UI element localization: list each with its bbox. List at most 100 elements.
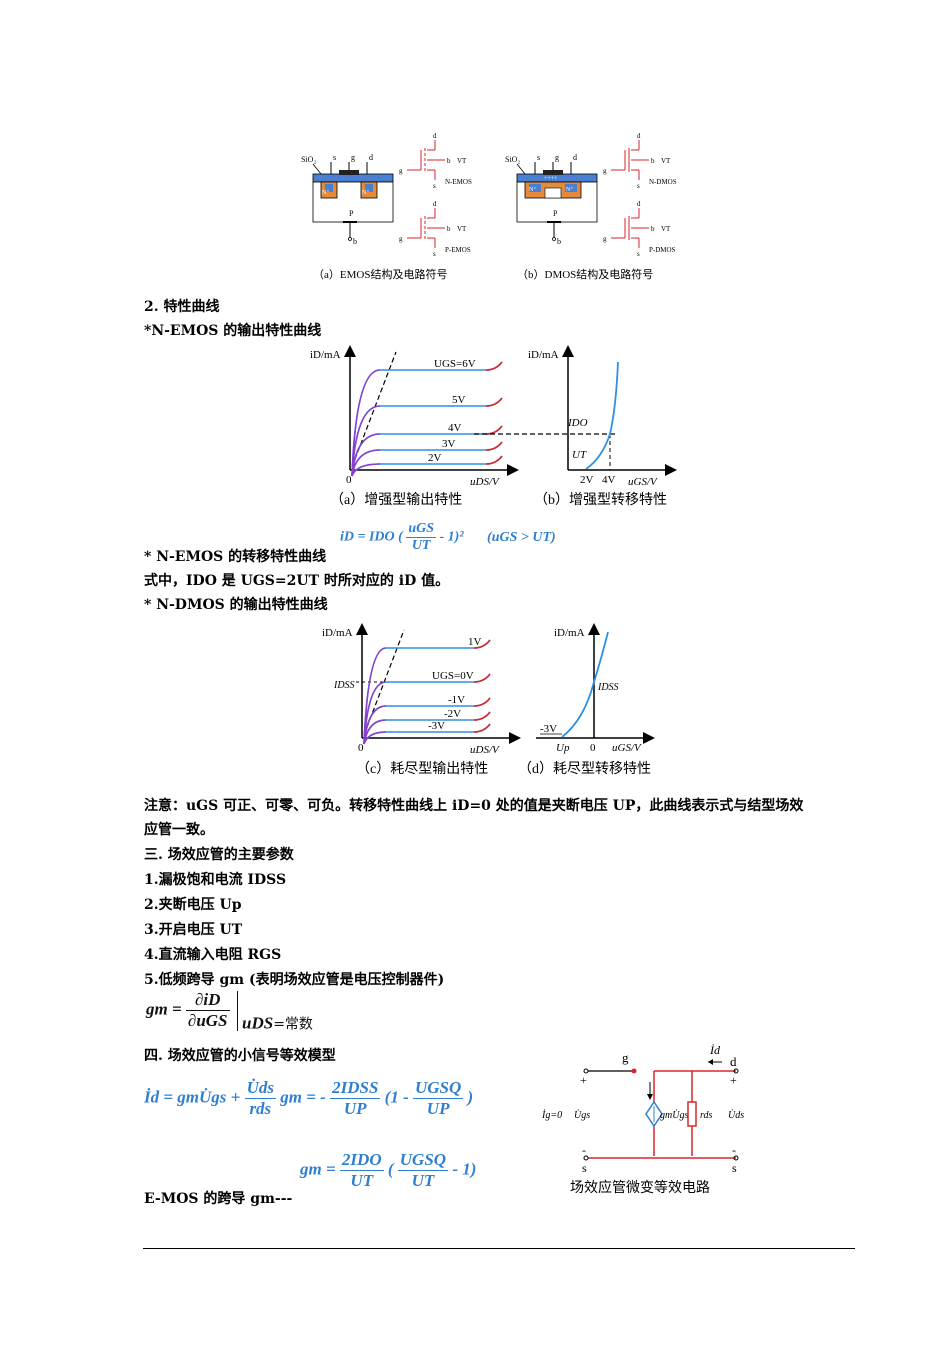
circuit-gate-plus: + <box>580 1073 587 1087</box>
ohmic-region-curve <box>351 369 381 477</box>
nemos-vt: VT <box>457 157 467 165</box>
dmos-substrate-label: P <box>553 209 558 218</box>
chart-b-ylabel: iD/mA <box>528 349 559 361</box>
dmos-s-label: s <box>537 153 540 162</box>
p-emos-symbol: d g b VT s P-EMOS <box>399 200 471 258</box>
emos-nplus-left: N⁺ <box>322 189 330 196</box>
dmos-sio2-label: SiO₂ <box>505 155 520 164</box>
pdmos-vt: VT <box>661 225 671 233</box>
ohmic-region-curve <box>351 405 381 477</box>
ss-formula-frac1: U̇ds rds <box>244 1078 277 1119</box>
pemos-g: g <box>399 235 403 243</box>
ndmos-b: b <box>651 157 655 165</box>
nemos-g: g <box>399 167 403 175</box>
breakdown-segment <box>473 673 491 683</box>
circuit-g: g <box>622 1050 629 1065</box>
emos-gm-lhs: gm = <box>300 1159 336 1179</box>
ss-formula-lhs: İd = gmU̇gs + <box>144 1087 241 1107</box>
curve-label: 1V <box>468 636 482 648</box>
equivalent-circuit-svg: g d İd + + - - s s gmU̇gs rds U̇ds İg=0 <box>541 1043 744 1196</box>
transfer-formula-num: uGS <box>406 521 436 538</box>
chart-b-curve <box>585 361 619 470</box>
gm-formula-const: =常数 <box>273 1016 313 1033</box>
pemos-d: d <box>433 200 437 208</box>
chart-a-origin: 0 <box>346 474 352 486</box>
ndmos-name: N-DMOS <box>649 178 677 186</box>
chart-d-xlabel: uGS/V <box>612 742 642 754</box>
output-curve <box>363 673 491 745</box>
output-curve <box>363 711 491 745</box>
emos-substrate-label: P <box>349 209 354 218</box>
curve-label: 2V <box>428 452 442 464</box>
emos-nplus-right: N⁺ <box>362 189 370 196</box>
curve-label: 4V <box>448 422 462 434</box>
small-signal-formula: İd = gmU̇gs + U̇ds rds gm = - 2IDSS UP (… <box>144 1078 473 1119</box>
emos-dmos-figure: SiO₂ s g d N⁺ N⁺ P b d <box>295 128 695 288</box>
p-dmos-symbol: d g b VT s P-DMOS <box>603 200 676 258</box>
curve-label: -3V <box>428 720 445 732</box>
pdmos-d: d <box>637 200 641 208</box>
n-dmos-symbol: d g b VT s N-DMOS <box>603 132 677 190</box>
nemos-transfer-heading: * N-EMOS 的转移特性曲线 <box>144 549 327 565</box>
pemos-vt: VT <box>457 225 467 233</box>
chart-d-ylabel: iD/mA <box>554 627 585 639</box>
emos-d-label: d <box>369 153 373 162</box>
param-rgs: 4.直流输入电阻 RGS <box>144 947 282 963</box>
chart-a-ylabel: iD/mA <box>310 349 341 361</box>
emos-gm-label: E-MOS 的跨导 gm--- <box>144 1191 293 1207</box>
ss-formula-num3: UGSQ <box>412 1078 464 1099</box>
ndmos-d: d <box>637 132 641 140</box>
ohmic-region-curve <box>351 449 381 477</box>
ohmic-region-curve <box>363 681 387 745</box>
ss-formula-num1: U̇ds <box>244 1078 277 1099</box>
dmos-structure: SiO₂ s g d ++++ N⁺ N⁺ P b <box>505 153 598 246</box>
circuit-source-label: gmU̇gs <box>660 1109 688 1121</box>
equivalent-circuit: g d İd + + - - s s gmU̇gs rds U̇ds İg=0 <box>530 1036 770 1206</box>
breakdown-segment <box>485 361 503 371</box>
ndmos-g: g <box>603 167 607 175</box>
breakdown-segment <box>473 639 491 649</box>
circuit-s-right: s <box>732 1161 737 1175</box>
chart-c-idss: IDSS <box>333 680 355 691</box>
dmos-nplus-left: N⁺ <box>529 186 537 193</box>
chart-d-curve <box>561 631 609 738</box>
ss-formula-paren-open: (1 - <box>384 1087 409 1107</box>
ndmos-output-heading: * N-DMOS 的输出特性曲线 <box>144 597 328 613</box>
param-gm: 5.低频跨导 gm (表明场效应管是电压控制器件) <box>144 972 445 988</box>
section2-heading: 2. 特性曲线 <box>144 299 220 315</box>
transfer-formula-lhs: iD = IDO ( <box>340 529 403 545</box>
n-emos-symbol: d g b VT s N-EMOS <box>399 132 472 190</box>
breakdown-segment <box>473 697 491 707</box>
param-idss: 1.漏极饱和电流 IDSS <box>144 872 287 888</box>
chart-c-xlabel: uDS/V <box>470 744 500 756</box>
ndmos-vt: VT <box>661 157 671 165</box>
curve-label: -2V <box>444 708 461 720</box>
transfer-formula: iD = IDO ( uGS UT - 1)² (uGS > UT) <box>340 521 556 554</box>
nemos-d: d <box>433 132 437 140</box>
emos-g-label: g <box>351 153 355 162</box>
nemos-s: s <box>433 182 436 190</box>
ss-formula-den1: rds <box>249 1099 272 1118</box>
emos-structure: SiO₂ s g d N⁺ N⁺ P b <box>301 153 394 246</box>
footer-rule <box>143 1248 855 1249</box>
breakdown-segment <box>485 455 503 465</box>
ss-formula-paren-close: ) <box>467 1087 474 1107</box>
chart-c-origin: 0 <box>358 742 364 754</box>
pdmos-g: g <box>603 235 607 243</box>
emos-gm-paren-open: ( <box>387 1159 394 1179</box>
param-up: 2.夹断电压 Up <box>144 897 242 913</box>
emos-gm-formula: gm = 2IDO UT ( UGSQ UT - 1) <box>300 1150 476 1191</box>
param-ut: 3.开启电压 UT <box>144 922 243 938</box>
ohmic-region-curve <box>363 647 387 745</box>
breakdown-segment <box>485 441 503 451</box>
dmos-body-label: b <box>557 237 561 246</box>
resistor-icon <box>687 1101 697 1127</box>
circuit-rds: rds <box>700 1110 713 1121</box>
breakdown-segment <box>473 723 491 733</box>
emos-body-label: b <box>353 237 357 246</box>
chart-d-origin: 0 <box>590 742 596 754</box>
ohmic-region-curve <box>363 731 387 745</box>
ss-formula-num2: 2IDSS <box>330 1078 381 1099</box>
circuit-ig: İg=0 <box>541 1109 562 1121</box>
